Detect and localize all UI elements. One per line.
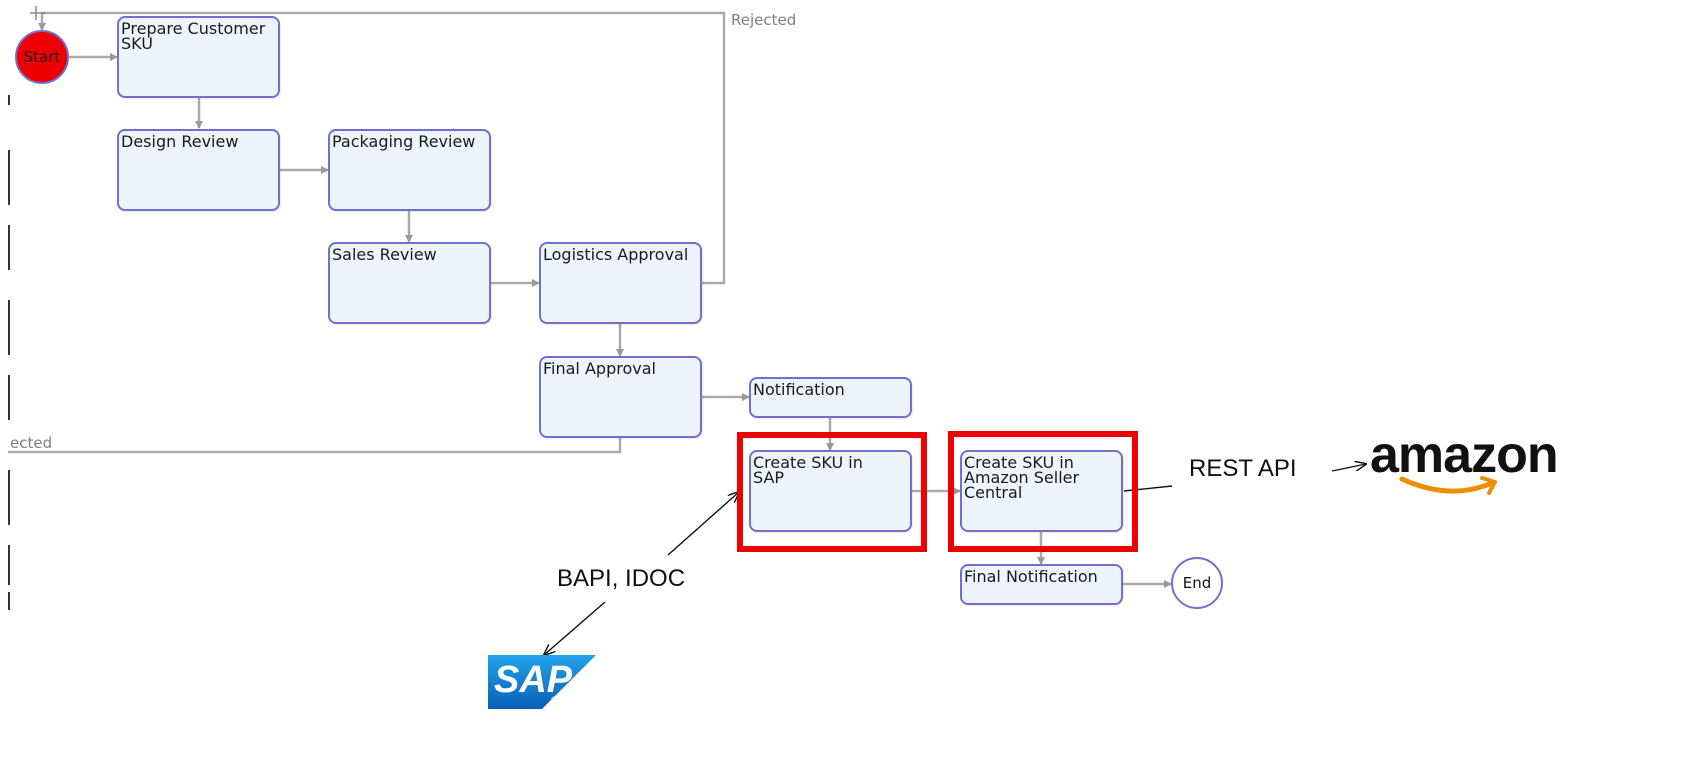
- amazon-wordmark: amazon: [1370, 426, 1559, 484]
- logistics-approval-node[interactable]: Logistics Approval: [539, 242, 702, 324]
- start-label: Start: [23, 48, 61, 66]
- start-node[interactable]: Start: [15, 30, 69, 84]
- end-node[interactable]: End: [1171, 557, 1223, 609]
- end-label: End: [1182, 574, 1212, 592]
- arrow-bapi-to-create-sap: [667, 492, 739, 556]
- gutter-marker: [8, 545, 10, 585]
- sap-logo: SAP ®: [488, 655, 598, 711]
- edge-final-approval-rejected: [8, 438, 622, 454]
- packaging-review-node[interactable]: Packaging Review: [328, 129, 491, 211]
- annotation-arrows: [544, 464, 1366, 655]
- arrow-bapi-to-sap-logo: [544, 601, 606, 655]
- highlight-create-sku-sap: [737, 432, 927, 552]
- edge-logistics-rejected-loop: [38, 11, 726, 285]
- create-sku-in-amazon-node[interactable]: Create SKU in Amazon Seller Central: [960, 450, 1123, 532]
- gutter-marker: [8, 592, 10, 610]
- gutter-marker: [8, 470, 10, 525]
- sap-registered-mark: ®: [551, 695, 558, 705]
- highlight-create-sku-amazon: [948, 431, 1138, 552]
- notification-node[interactable]: Notification: [749, 377, 912, 418]
- rest-api-label: REST API: [1189, 455, 1297, 482]
- bapi-idoc-label: BAPI, IDOC: [557, 565, 686, 592]
- top-left-toolbar-glyph: [30, 6, 46, 20]
- rejected-label: ected: [10, 434, 53, 452]
- design-review-node[interactable]: Design Review: [117, 129, 280, 211]
- prepare-customer-sku-node[interactable]: Prepare Customer SKU: [117, 16, 280, 98]
- final-approval-node[interactable]: Final Approval: [539, 356, 702, 438]
- sales-review-node[interactable]: Sales Review: [328, 242, 491, 324]
- sap-logo-background: [488, 655, 596, 709]
- amazon-logo: amazon: [1370, 425, 1570, 515]
- create-sku-in-sap-node[interactable]: Create SKU in SAP: [749, 450, 912, 532]
- gutter-marker: [8, 375, 10, 420]
- rejected-label: Rejected: [731, 11, 797, 29]
- gutter-marker: [8, 150, 10, 205]
- gutter-marker: [8, 95, 10, 105]
- gutter-marker: [8, 225, 10, 270]
- sap-wordmark: SAP: [494, 659, 573, 701]
- connector-lines: [8, 11, 1172, 588]
- gutter-marker: [8, 300, 10, 355]
- amazon-smile-icon: [1399, 476, 1497, 495]
- final-notification-node[interactable]: Final Notification: [960, 564, 1123, 605]
- arrow-rest-api-to-amazon: [1331, 464, 1366, 472]
